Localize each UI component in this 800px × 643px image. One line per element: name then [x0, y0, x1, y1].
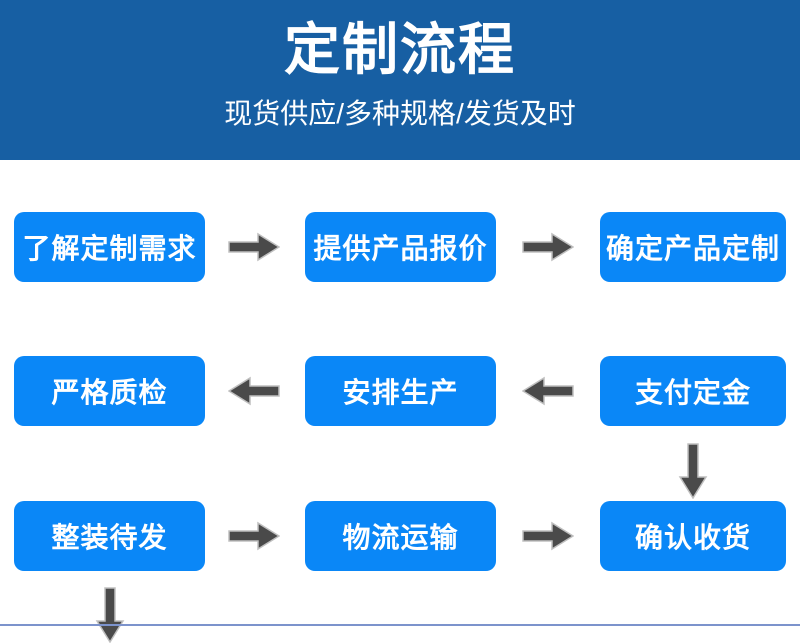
arrow-down-icon: [678, 443, 708, 499]
flow-row-3: 整装待发 物流运输 确认收货: [0, 501, 800, 571]
flow-step-logistics-transport[interactable]: 物流运输: [305, 501, 496, 571]
arrow-down-icon: [95, 587, 125, 643]
arrow-right-icon: [228, 232, 280, 262]
flow-step-arrange-production[interactable]: 安排生产: [305, 356, 496, 426]
footer-divider: [0, 624, 800, 626]
flow-step-ready-to-ship[interactable]: 整装待发: [14, 501, 205, 571]
arrow-right-icon: [522, 521, 574, 551]
page-subtitle: 现货供应/多种规格/发货及时: [224, 98, 576, 129]
arrow-right-icon: [228, 521, 280, 551]
arrow-left-icon: [522, 376, 574, 406]
process-flow-diagram: 了解定制需求 提供产品报价 确定产品定制 严格质检 安排生产: [0, 160, 800, 643]
arrow-right-icon: [522, 232, 574, 262]
page-title: 定制流程: [284, 18, 516, 81]
flow-step-confirm-customization[interactable]: 确定产品定制: [600, 212, 786, 282]
arrow-left-icon: [228, 376, 280, 406]
flow-row-2: 严格质检 安排生产 支付定金: [0, 356, 800, 426]
flow-step-confirm-receipt[interactable]: 确认收货: [600, 501, 786, 571]
flow-row-1: 了解定制需求 提供产品报价 确定产品定制: [0, 212, 800, 282]
flow-step-provide-quote[interactable]: 提供产品报价: [305, 212, 496, 282]
flow-step-pay-deposit[interactable]: 支付定金: [600, 356, 786, 426]
flow-step-strict-quality-inspection[interactable]: 严格质检: [14, 356, 205, 426]
header-banner: 定制流程 现货供应/多种规格/发货及时: [0, 0, 800, 160]
flow-step-understand-requirements[interactable]: 了解定制需求: [14, 212, 205, 282]
